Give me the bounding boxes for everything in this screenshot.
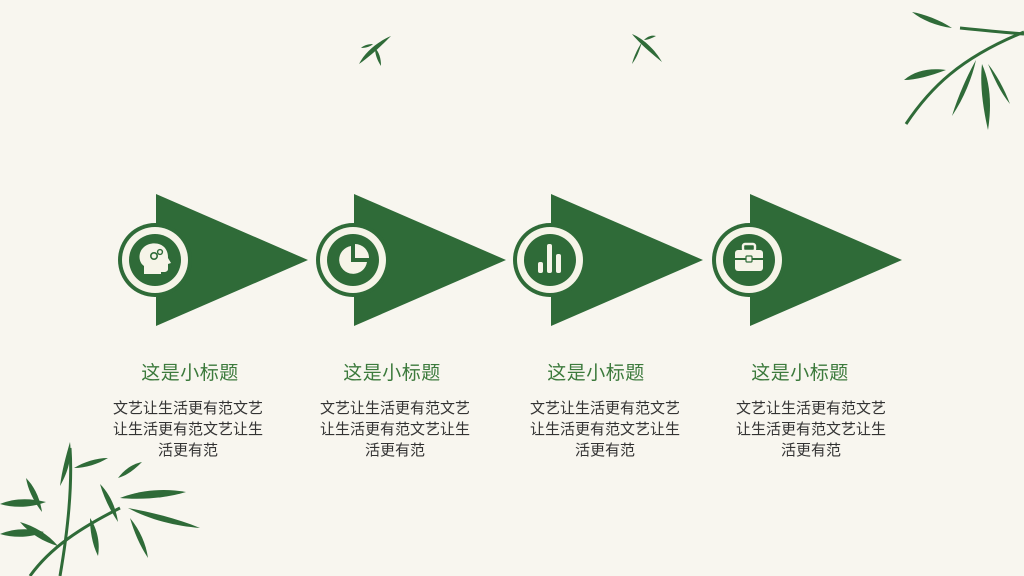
step-title: 这是小标题 [141, 362, 239, 384]
step-arrow [316, 194, 506, 326]
step-title: 这是小标题 [751, 362, 849, 384]
head-gears-icon [139, 243, 171, 274]
bamboo-branch-top-right-icon [904, 12, 1024, 130]
step-description: 文艺让生活更有范文艺让生活更有范文艺让生活更有范 [112, 399, 263, 459]
bar-chart-icon [538, 244, 561, 273]
step-arrow [513, 194, 703, 326]
bamboo-leaf-top-right-small-icon [632, 34, 662, 64]
step-title: 这是小标题 [343, 362, 441, 384]
step-description: 文艺让生活更有范文艺让生活更有范文艺让生活更有范 [735, 399, 886, 459]
bamboo-leaf-top-center-icon [359, 36, 391, 66]
step-arrow [712, 194, 902, 326]
step-description: 文艺让生活更有范文艺让生活更有范文艺让生活更有范 [319, 399, 470, 459]
pie-chart-icon [339, 244, 369, 274]
briefcase-icon [735, 242, 763, 271]
step-arrow [118, 194, 308, 326]
bamboo-branch-bottom-left-icon [0, 442, 200, 576]
step-description: 文艺让生活更有范文艺让生活更有范文艺让生活更有范 [529, 399, 680, 459]
step-title: 这是小标题 [547, 362, 645, 384]
